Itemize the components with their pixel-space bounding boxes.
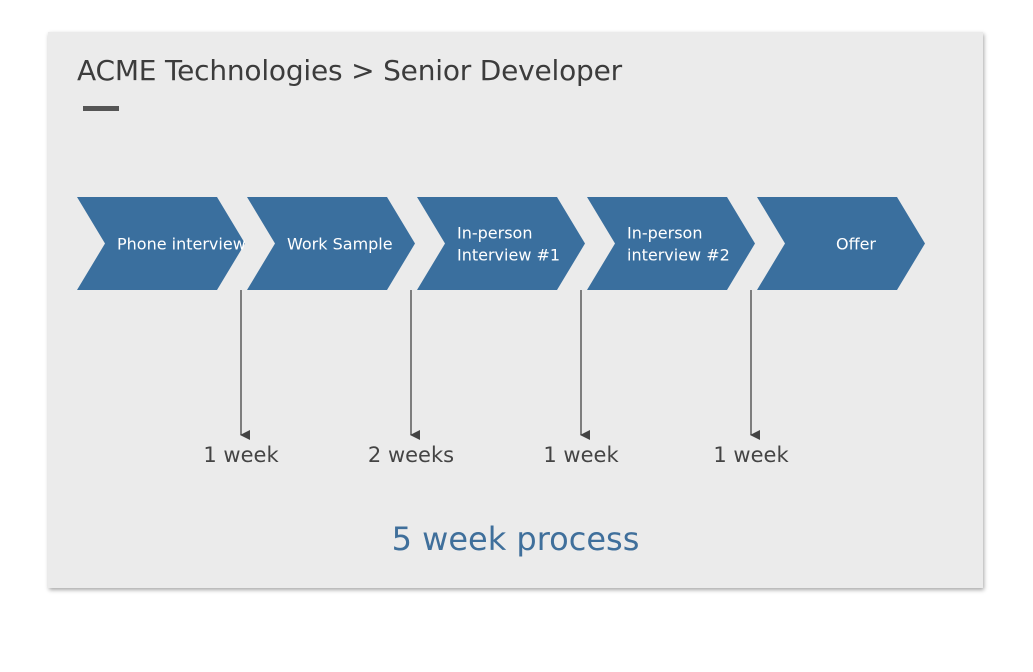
process-diagram: Phone interview Work Sample In-personInter… — [77, 197, 925, 467]
page-title: ACME Technologies > Senior Developer — [77, 54, 622, 87]
process-step-label: Interview #1 — [457, 246, 560, 265]
process-step-label: Offer — [836, 235, 876, 254]
process-step-chevron — [587, 197, 755, 290]
process-step-label: interview #2 — [627, 246, 730, 265]
title-underline — [83, 106, 119, 111]
duration-label: 1 week — [203, 443, 279, 467]
process-step-label: In-person — [627, 224, 702, 243]
process-step-chevron — [247, 197, 415, 290]
process-step-chevron — [417, 197, 585, 290]
process-step-label: In-person — [457, 224, 532, 243]
process-step-chevron — [757, 197, 925, 290]
duration-label: 2 weeks — [368, 443, 454, 467]
duration-label: 1 week — [543, 443, 619, 467]
process-step-label: Work Sample — [287, 235, 393, 254]
slide: ACME Technologies > Senior Developer Pho… — [48, 32, 983, 588]
duration-label: 1 week — [713, 443, 789, 467]
process-summary: 5 week process — [391, 520, 640, 558]
process-step-chevron — [77, 197, 245, 290]
process-step-label: Phone interview — [117, 235, 246, 254]
